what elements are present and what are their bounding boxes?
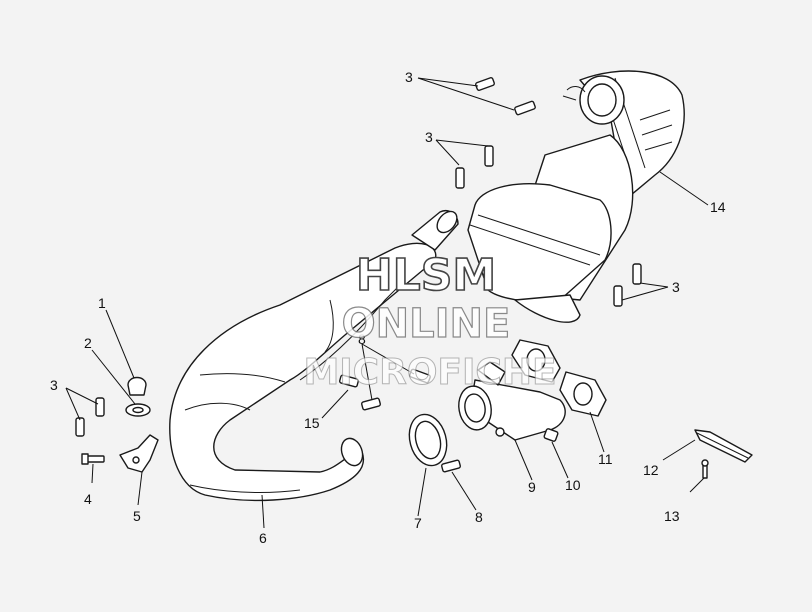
callout-5: 5 [133,508,141,524]
callout-3-upper: 3 [425,129,433,145]
callout-labels: 3 3 3 3 1 2 4 5 6 7 8 8 9 10 11 12 13 14… [50,69,726,546]
callout-1: 1 [98,295,106,311]
callout-9: 9 [528,479,536,495]
callout-8-upper: 8 [358,331,366,347]
callout-11: 11 [598,451,613,467]
callout-14: 14 [710,199,726,215]
callout-3-right: 3 [672,279,680,295]
bolt [81,453,105,465]
callout-6: 6 [259,530,267,546]
callout-3-left: 3 [50,377,58,393]
watermark: HLSM ONLINE MICROFICHE [303,249,557,393]
expansion-chamber [169,210,459,502]
muffler-assembly [467,70,685,323]
bracket [694,429,753,463]
sensor-plug [543,428,559,442]
callout-15: 15 [304,415,320,431]
callout-2: 2 [84,335,92,351]
small-screw [701,459,709,479]
callout-12: 12 [643,462,659,478]
callout-10: 10 [565,477,581,493]
rubber-cap [127,376,147,396]
leader-lines [65,77,709,529]
exhaust-manifold [458,361,566,441]
watermark-line-3: MICROFICHE [303,352,556,393]
callout-7: 7 [414,515,422,531]
manifold-gasket [559,371,607,417]
washer [125,403,151,417]
callout-13: 13 [664,508,680,524]
spring-set [75,77,642,473]
callout-4: 4 [84,491,92,507]
watermark-line-1: HLSM [356,250,496,301]
watermark-line-2: ONLINE [342,301,511,347]
callout-8-lower: 8 [475,509,483,525]
hanger-bracket [119,434,159,473]
callout-3-top: 3 [405,69,413,85]
sealing-ring [408,413,448,467]
upper-gasket [511,339,561,383]
